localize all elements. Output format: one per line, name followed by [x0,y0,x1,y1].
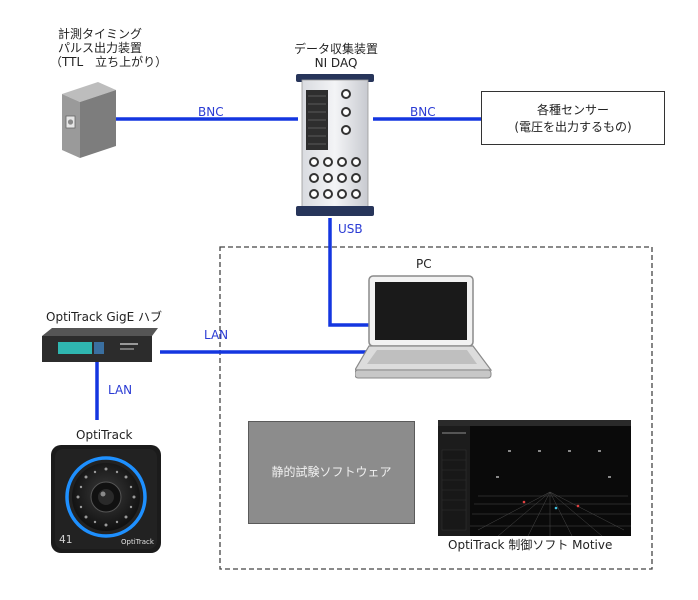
static-software-box: 静的試験ソフトウェア [248,421,415,524]
lan-label-hub-pc: LAN [204,328,229,342]
sensor-box: 各種センサー (電圧を出力するもの) [481,91,665,145]
ni-daq-device [296,74,374,216]
laptop-icon [355,275,493,379]
camera-brand-text: OptiTrack [121,538,154,546]
trigger-label-line2: パルス出力装置 [57,41,142,55]
motive-label: OptiTrack 制御ソフト Motive [448,538,613,552]
gige-hub-device [42,328,158,362]
camera-label: OptiTrack [76,428,133,442]
daq-label-line1: データ収集装置 [293,42,378,56]
pulse-generator-device [62,82,116,158]
daq-label-line2: NI DAQ [314,56,358,70]
daq-label: データ収集装置 NI DAQ [276,42,396,70]
usb-label: USB [338,222,363,236]
sensor-label-line1: 各種センサー [536,103,609,117]
trigger-device-label: 計測タイミング パルス出力装置 （TTL 立ち上がり） [50,27,168,69]
bnc-label-right: BNC [410,105,436,119]
camera-body [51,445,161,553]
bnc-label-left: BNC [198,105,224,119]
static-software-label: 静的試験ソフトウェア [271,465,392,479]
usb-cable [328,218,374,327]
pc-area-frame [219,246,653,570]
trigger-label-line1: 計測タイミング [57,27,142,41]
hub-label: OptiTrack GigE ハブ [46,310,162,324]
sensor-label-line2: (電圧を出力するもの) [514,120,632,134]
camera-digit-display: 41 [59,533,73,546]
lan-label-hub-camera: LAN [108,383,133,397]
optitrack-camera: 41 OptiTrack [51,445,161,553]
motive-screenshot [438,420,631,536]
trigger-label-line3: （TTL 立ち上がり） [50,55,168,69]
pc-label: PC [416,257,432,271]
